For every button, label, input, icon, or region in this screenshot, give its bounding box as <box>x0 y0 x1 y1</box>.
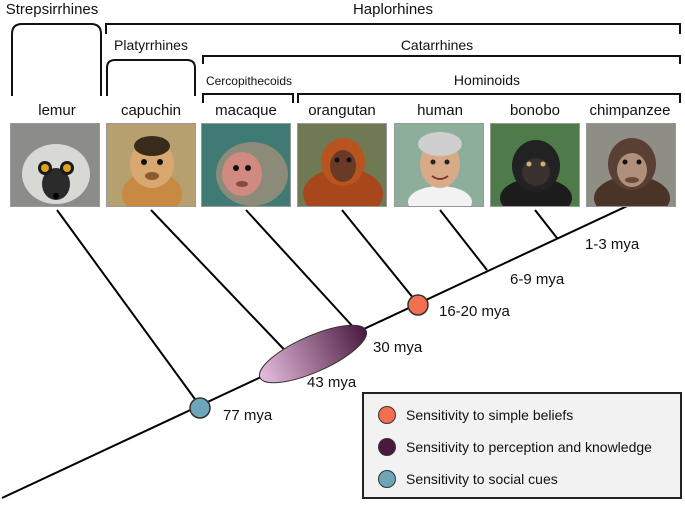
haplorhines-label: Haplorhines <box>353 1 433 18</box>
haplorhines-bracket <box>105 23 681 34</box>
social-cues-node <box>189 397 211 419</box>
species-label-human: human <box>417 102 463 119</box>
divergence-label-6-9: 6-9 mya <box>510 271 565 288</box>
hominoids-label: Hominoids <box>454 72 520 88</box>
lemur-photo <box>10 123 100 207</box>
legend: Sensitivity to simple beliefs Sensitivit… <box>362 392 682 499</box>
divergence-label-43: 43 mya <box>307 374 357 391</box>
catarrhines-bracket <box>202 55 681 64</box>
legend-label-simple-beliefs: Sensitivity to simple beliefs <box>406 407 574 423</box>
legend-label-social-cues: Sensitivity to social cues <box>406 471 558 487</box>
social-cues-swatch <box>378 470 396 488</box>
chimpanzee-photo <box>586 123 676 207</box>
simple-beliefs-swatch <box>378 406 396 424</box>
cercopithecoids-bracket <box>202 93 294 103</box>
orangutan-photo <box>297 123 387 207</box>
strepsirrhines-bracket <box>11 23 102 96</box>
species-label-chimpanzee: chimpanzee <box>590 102 671 119</box>
simple-beliefs-node <box>407 294 429 316</box>
species-label-lemur: lemur <box>38 102 76 119</box>
divergence-label-1-3: 1-3 mya <box>585 236 640 253</box>
divergence-label-77: 77 mya <box>223 407 273 424</box>
perception-knowledge-ellipse <box>259 324 367 384</box>
platyrrhines-bracket <box>106 59 196 96</box>
branch-human <box>439 209 488 271</box>
catarrhines-label: Catarrhines <box>401 37 473 53</box>
human-photo <box>394 123 484 207</box>
legend-label-perception-knowledge: Sensitivity to perception and knowledge <box>406 439 652 455</box>
branch-bonobo <box>534 209 558 239</box>
hominoids-bracket <box>297 93 681 103</box>
macaque-photo <box>201 123 291 207</box>
species-label-orangutan: orangutan <box>308 102 376 119</box>
species-label-capuchin: capuchin <box>121 102 181 119</box>
divergence-label-30: 30 mya <box>373 339 423 356</box>
capuchin-photo <box>106 123 196 207</box>
legend-item-social-cues: Sensitivity to social cues <box>378 470 558 488</box>
branch-macaque <box>245 209 356 330</box>
strepsirrhines-label: Strepsirrhines <box>6 1 99 18</box>
branch-orangutan <box>341 209 419 305</box>
species-label-macaque: macaque <box>215 102 277 119</box>
cercopithecoids-label: Cercopithecoids <box>206 74 292 88</box>
legend-item-simple-beliefs: Sensitivity to simple beliefs <box>378 406 573 424</box>
legend-item-perception-knowledge: Sensitivity to perception and knowledge <box>378 438 652 456</box>
species-label-bonobo: bonobo <box>510 102 560 119</box>
divergence-label-16-20: 16-20 mya <box>439 303 511 320</box>
bonobo-photo <box>490 123 580 207</box>
platyrrhines-label: Platyrrhines <box>114 37 188 53</box>
branch-capuchin <box>150 209 297 363</box>
branch-lemur <box>56 209 201 407</box>
perception-knowledge-swatch <box>378 438 396 456</box>
